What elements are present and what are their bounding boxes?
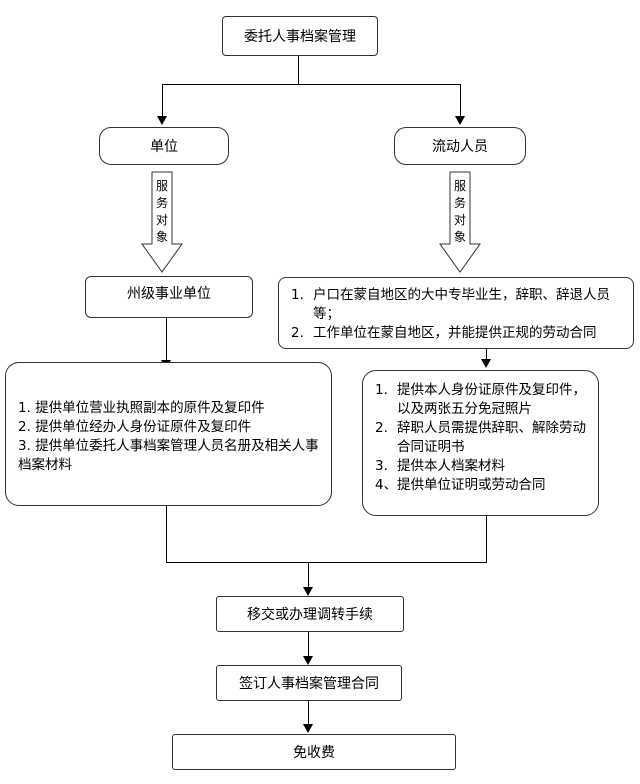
fee-step-node: 免收费 [172,734,456,770]
left-branch-node: 单位 [99,127,229,165]
item-number: 4、 [375,477,398,493]
transfer-step-node: 移交或办理调转手续 [216,596,404,632]
connector-transfer-down [308,632,309,657]
left-branch-label: 单位 [150,139,178,155]
right-target-item: 2. 工作单位在蒙自地区，并能提供正规的劳动合同 [291,324,623,343]
right-requirement-item: 4、 提供单位证明或劳动合同 [375,476,588,495]
right-target-list: 1. 户口在蒙自地区的大中专毕业生，辞职、辞退人员等； 2. 工作单位在蒙自地区… [291,286,623,343]
right-requirement-item: 1. 提供本人身份证原件及复印件，以及两张五分免冠照片 [375,381,588,419]
left-requirement-item: 1. 提供单位营业执照副本的原件及复印件 [18,399,321,418]
left-requirements-list: 1. 提供单位营业执照副本的原件及复印件 2. 提供单位经办人身份证原件及复印件… [18,399,321,475]
right-target-item: 1. 户口在蒙自地区的大中专毕业生，辞职、辞退人员等； [291,286,623,324]
connector-merge [166,562,487,563]
left-service-char: 对 [155,213,168,227]
right-branch-node: 流动人员 [394,127,526,165]
left-target-label: 州级事业单位 [127,286,211,302]
item-text: 提供本人身份证原件及复印件，以及两张五分免冠照片 [397,382,586,417]
connector-left-down [162,84,163,116]
connector-right-down [460,84,461,116]
left-target-node: 州级事业单位 [85,276,253,318]
right-service-char: 服 [453,179,466,193]
arrow-to-right-requirements [481,359,491,368]
item-number: 3. [375,458,388,474]
item-text: 提供单位营业执照副本的原件及复印件 [35,400,265,416]
arrow-to-contract [303,656,313,665]
connector-merge-down [308,562,309,587]
left-service-char: 象 [155,230,168,244]
arrow-to-fee [303,724,313,733]
connector-contract-down [308,701,309,725]
contract-step-label: 签订人事档案管理合同 [239,676,379,692]
connector-split [162,84,461,85]
transfer-step-label: 移交或办理调转手续 [247,607,373,623]
item-text: 提供单位证明或劳动合同 [397,477,546,493]
root-node: 委托人事档案管理 [222,16,378,56]
connector-root-down [298,56,299,84]
item-number: 3. [18,438,31,454]
right-service-char: 对 [453,213,466,227]
right-service-char: 象 [453,230,466,244]
arrow-to-right-branch [455,116,465,125]
left-requirement-item: 3. 提供单位委托人事档案管理人员名册及相关人事档案材料 [18,437,321,475]
item-number: 2. [375,420,388,436]
item-number: 1. [18,400,31,416]
left-service-char: 务 [155,196,168,210]
item-number: 2. [18,419,31,435]
right-requirement-item: 2. 辞职人员需提供辞职、解除劳动合同证明书 [375,419,588,457]
left-service-arrow [141,171,183,273]
arrow-to-transfer [303,587,313,596]
left-service-char: 服 [155,179,168,193]
item-number: 2. [291,325,304,341]
item-text: 提供本人档案材料 [397,458,505,474]
item-number: 1. [375,382,388,398]
item-text: 工作单位在蒙自地区，并能提供正规的劳动合同 [313,325,597,341]
right-requirement-item: 3. 提供本人档案材料 [375,457,588,476]
connector-left-merge [166,506,167,562]
item-text: 户口在蒙自地区的大中专毕业生，辞职、辞退人员等； [313,287,610,322]
right-service-text: 服 务 对 象 [450,178,470,246]
arrow-to-left-branch [157,116,167,125]
item-number: 1. [291,287,304,303]
right-requirements-node: 1. 提供本人身份证原件及复印件，以及两张五分免冠照片 2. 辞职人员需提供辞职… [362,370,599,516]
connector-right-target-down [486,349,487,361]
right-branch-label: 流动人员 [432,139,488,155]
item-text: 提供单位委托人事档案管理人员名册及相关人事档案材料 [18,438,319,473]
right-service-char: 务 [453,196,466,210]
root-label: 委托人事档案管理 [244,29,356,45]
right-service-arrow [439,171,481,273]
left-requirement-item: 2. 提供单位经办人身份证原件及复印件 [18,418,321,437]
left-service-text: 服 务 对 象 [152,178,172,246]
item-text: 辞职人员需提供辞职、解除劳动合同证明书 [397,420,586,455]
contract-step-node: 签订人事档案管理合同 [216,665,402,701]
connector-left-target-down [166,318,167,362]
connector-right-merge [486,516,487,562]
right-requirements-list: 1. 提供本人身份证原件及复印件，以及两张五分免冠照片 2. 辞职人员需提供辞职… [375,381,588,495]
item-text: 提供单位经办人身份证原件及复印件 [35,419,252,435]
right-target-node: 1. 户口在蒙自地区的大中专毕业生，辞职、辞退人员等； 2. 工作单位在蒙自地区… [278,277,634,349]
fee-step-label: 免收费 [293,745,335,761]
left-requirements-node: 1. 提供单位营业执照副本的原件及复印件 2. 提供单位经办人身份证原件及复印件… [5,362,332,506]
